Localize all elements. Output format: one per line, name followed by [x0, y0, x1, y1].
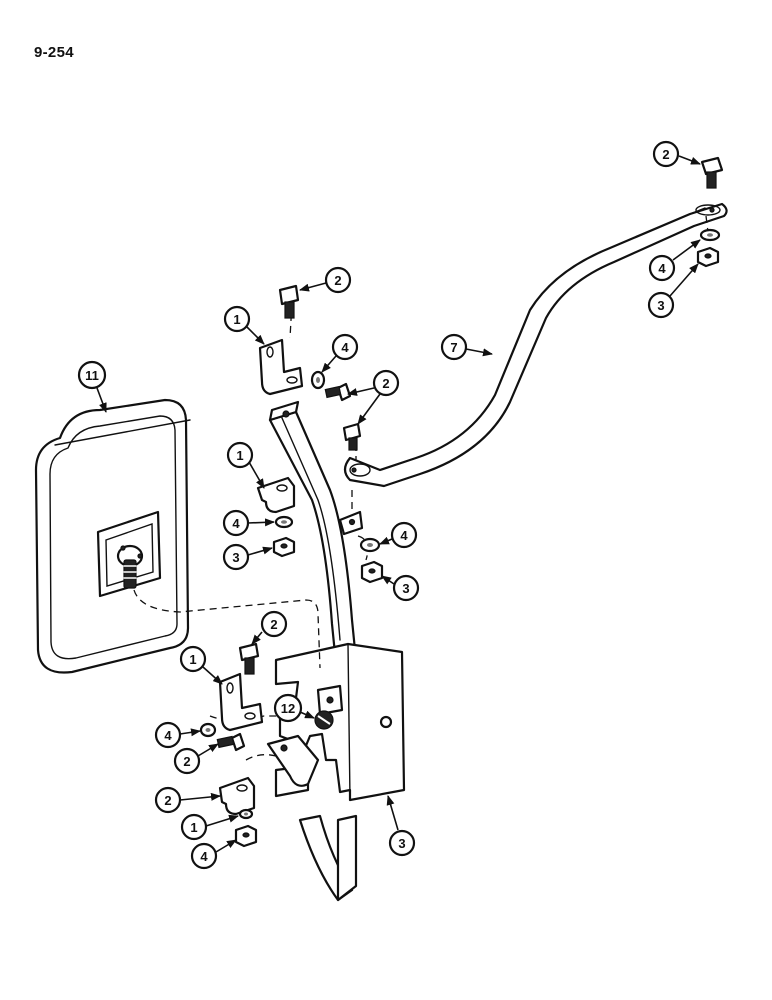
mirror-head — [34, 398, 191, 674]
nut-middle-left — [272, 536, 296, 558]
washer-middle-left — [274, 515, 294, 529]
callout-c23: 3 — [386, 795, 416, 857]
washer-upper — [310, 370, 326, 390]
callout-c11: 1 — [226, 441, 265, 489]
callout-label: 2 — [164, 793, 171, 808]
callout-label: 2 — [183, 754, 190, 769]
callout-label: 4 — [658, 261, 666, 276]
assembly-dashed-lines — [133, 215, 709, 761]
callout-label: 4 — [400, 528, 408, 543]
callout-label: 1 — [236, 448, 243, 463]
angle-bracket-bottom — [218, 776, 256, 816]
callout-c18: 12 — [273, 693, 315, 723]
callout-label: 7 — [450, 340, 457, 355]
bolt-top-right — [700, 156, 724, 189]
bolt-arm — [342, 422, 362, 451]
callout-c15: 3 — [381, 574, 420, 602]
bolt-upper — [278, 284, 300, 319]
callout-label: 3 — [398, 836, 405, 851]
washer-middle-right — [359, 537, 381, 553]
callout-label: 2 — [334, 273, 341, 288]
callout-c20: 2 — [154, 786, 221, 814]
callout-c2: 4 — [648, 239, 701, 282]
callout-c9: 11 — [77, 360, 107, 413]
angle-bracket-upper — [258, 338, 304, 396]
bolt-horizontal-upper — [324, 382, 352, 402]
angle-bracket-lower — [218, 672, 264, 732]
callout-c13: 3 — [222, 543, 273, 571]
callout-label: 3 — [402, 581, 409, 596]
callout-label: 3 — [232, 550, 239, 565]
callout-c5: 2 — [299, 266, 352, 294]
mirror-arm — [343, 202, 728, 488]
callout-c10: 2 — [251, 610, 288, 645]
bolt-lower — [238, 642, 260, 675]
callout-c8: 2 — [347, 369, 400, 425]
bracket-screw — [314, 710, 334, 730]
callout-label: 2 — [662, 147, 669, 162]
callout-c4: 7 — [440, 333, 493, 361]
callout-label: 1 — [189, 652, 196, 667]
washer-bottom — [238, 808, 254, 820]
callout-label: 4 — [200, 849, 208, 864]
callout-label: 2 — [382, 376, 389, 391]
callout-label: 1 — [233, 312, 240, 327]
callout-label: 4 — [341, 340, 349, 355]
bolt-horizontal-lower — [216, 732, 246, 752]
callout-c22: 4 — [190, 839, 237, 870]
callout-label: 2 — [270, 617, 277, 632]
callout-c19: 4 — [154, 721, 201, 749]
nut-bottom — [234, 824, 258, 848]
callout-label: 12 — [281, 701, 295, 716]
callout-c17: 1 — [179, 645, 223, 685]
angle-bracket-middle — [256, 476, 296, 514]
callout-c7: 4 — [321, 333, 359, 373]
callout-label: 3 — [657, 298, 664, 313]
callout-label: 11 — [85, 368, 99, 383]
washer-lower — [199, 722, 217, 738]
washer-top-right — [699, 228, 721, 242]
nut-middle-right — [360, 560, 384, 584]
callout-label: 1 — [190, 820, 197, 835]
callout-c14: 4 — [379, 521, 418, 549]
callout-c12: 4 — [222, 509, 275, 537]
callout-c3: 3 — [647, 263, 699, 319]
callout-c6: 1 — [223, 305, 265, 345]
callout-c16: 2 — [173, 743, 219, 775]
page-number: 9-254 — [34, 44, 74, 61]
callout-c21: 1 — [180, 813, 239, 841]
callout-label: 4 — [164, 728, 172, 743]
callout-label: 4 — [232, 516, 240, 531]
callout-c1: 2 — [652, 140, 701, 168]
nut-top-right — [696, 246, 720, 268]
mounting-bracket-assembly — [266, 400, 406, 902]
